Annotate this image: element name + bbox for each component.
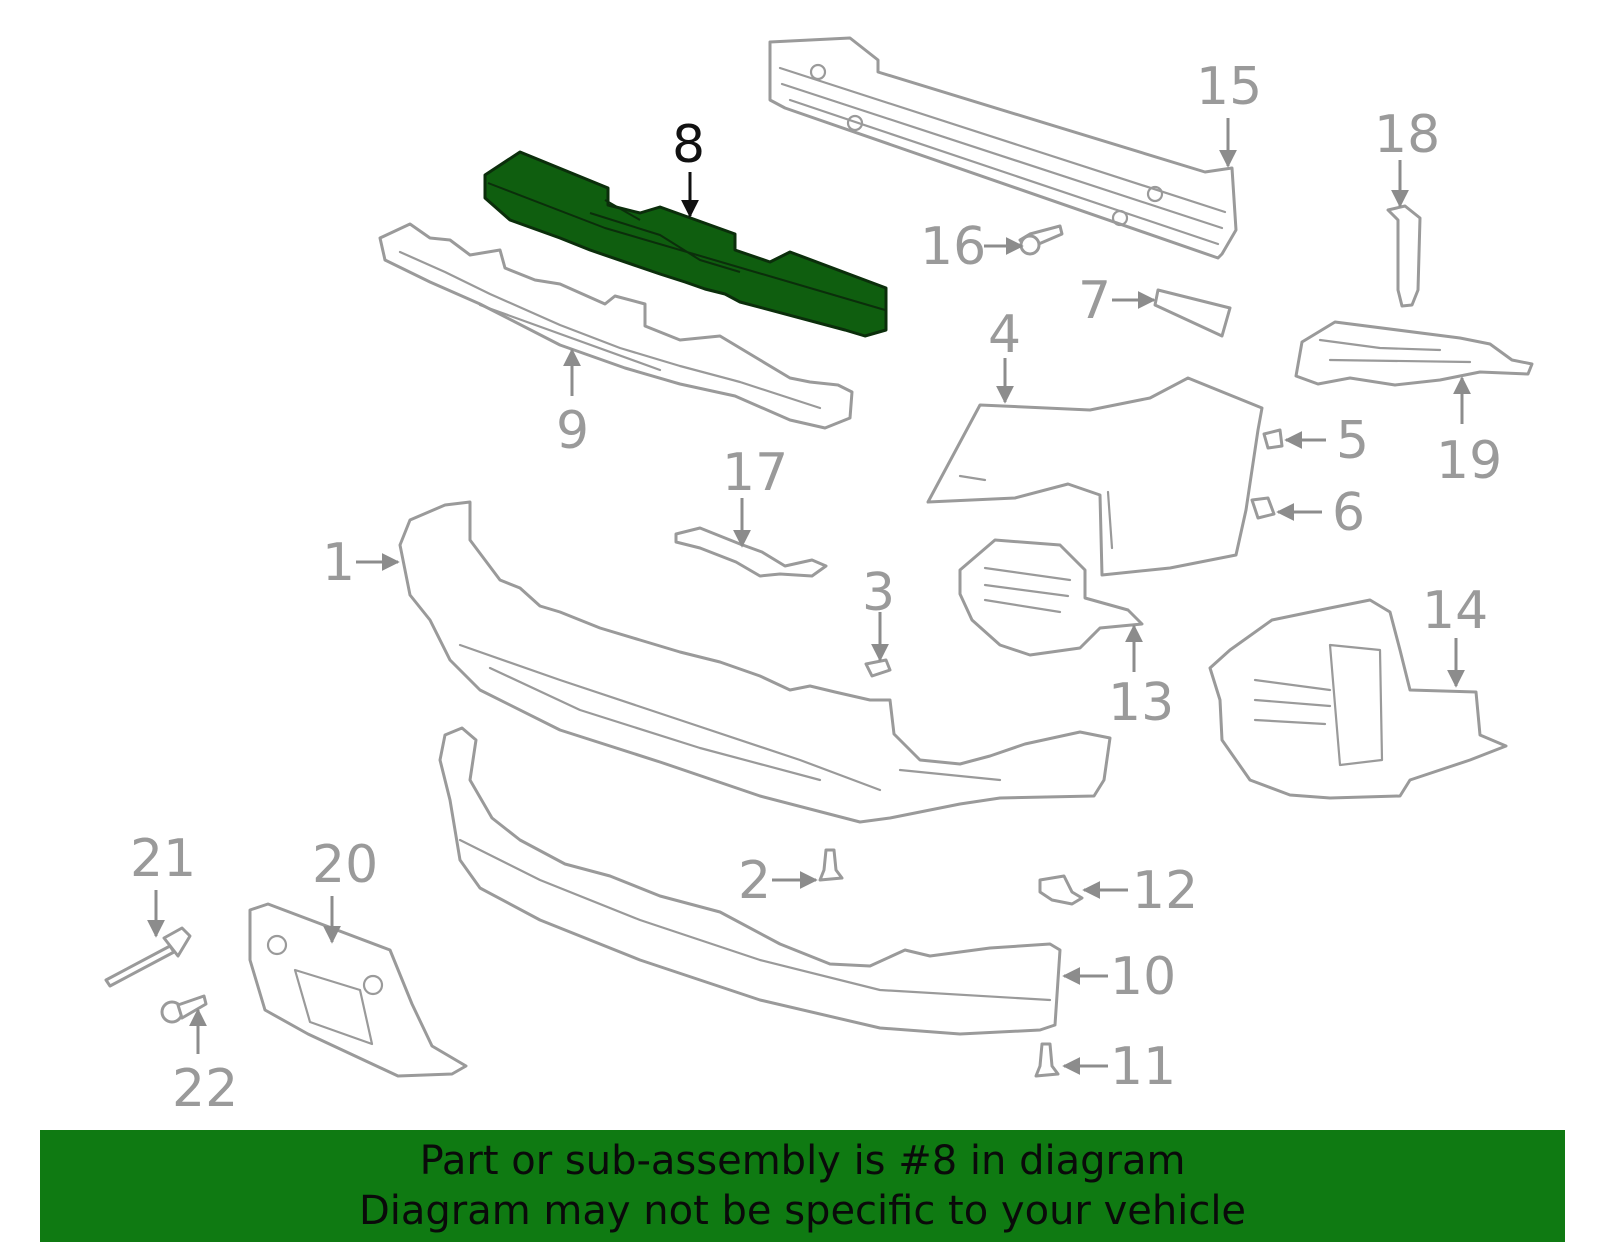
callout-19[interactable]: 19 <box>1436 431 1502 491</box>
callout-6[interactable]: 6 <box>1332 483 1365 543</box>
part-18-bracket[interactable] <box>1386 204 1422 308</box>
part-13-bezel[interactable] <box>958 538 1144 657</box>
part-16-bolt[interactable] <box>1018 224 1064 256</box>
callout-17[interactable]: 17 <box>722 443 788 503</box>
callout-16[interactable]: 16 <box>920 217 986 277</box>
callout-labels: 1 2 3 4 5 6 7 8 9 10 11 12 13 14 15 16 1… <box>130 57 1502 1119</box>
part-11-push-pin[interactable] <box>1034 1042 1060 1078</box>
callout-10[interactable]: 10 <box>1110 947 1176 1007</box>
part-2-push-pin[interactable] <box>818 848 844 882</box>
callout-13[interactable]: 13 <box>1108 673 1174 733</box>
part-3-nut[interactable] <box>864 658 892 678</box>
banner-line-2: Diagram may not be specific to your vehi… <box>358 1188 1247 1234</box>
callout-1[interactable]: 1 <box>322 533 355 593</box>
callout-12[interactable]: 12 <box>1132 861 1198 921</box>
part-7-clip[interactable] <box>1153 288 1232 338</box>
part-22-screw[interactable] <box>160 994 208 1024</box>
info-banner: Part or sub-assembly is #8 in diagram Di… <box>40 1130 1565 1242</box>
part-15-impact-bar[interactable] <box>768 36 1238 260</box>
part-19-bracket[interactable] <box>1294 320 1534 387</box>
part-4-fascia[interactable] <box>926 376 1264 577</box>
part-21-rivet[interactable] <box>104 926 192 988</box>
callout-20[interactable]: 20 <box>312 835 378 895</box>
part-12-clip[interactable] <box>1038 874 1084 906</box>
callout-5[interactable]: 5 <box>1336 411 1369 471</box>
part-14-bracket[interactable] <box>1208 598 1508 800</box>
callout-14[interactable]: 14 <box>1422 581 1488 641</box>
callout-2[interactable]: 2 <box>738 851 771 911</box>
callout-3[interactable]: 3 <box>862 563 895 623</box>
callout-leaders <box>147 118 1471 1075</box>
part-20-license-bracket[interactable] <box>248 902 468 1078</box>
callout-11[interactable]: 11 <box>1110 1037 1176 1097</box>
callout-9[interactable]: 9 <box>556 401 589 461</box>
callout-4[interactable]: 4 <box>988 305 1021 365</box>
callout-8[interactable]: 8 <box>672 115 705 175</box>
callout-15[interactable]: 15 <box>1196 57 1262 117</box>
part-5-nut[interactable] <box>1262 428 1284 450</box>
callout-21[interactable]: 21 <box>130 829 196 889</box>
part-1-bumper-cover[interactable] <box>398 500 1112 824</box>
banner-line-1: Part or sub-assembly is #8 in diagram <box>419 1138 1186 1184</box>
part-6-clip[interactable] <box>1250 496 1276 520</box>
callout-7[interactable]: 7 <box>1078 271 1111 331</box>
callout-22[interactable]: 22 <box>172 1059 238 1119</box>
part-10-valance[interactable] <box>438 726 1062 1036</box>
callout-18[interactable]: 18 <box>1374 105 1440 165</box>
part-8-energy-absorber[interactable] <box>483 150 888 338</box>
part-17-bracket[interactable] <box>674 526 828 578</box>
part-9-bumper-support[interactable] <box>378 222 854 430</box>
